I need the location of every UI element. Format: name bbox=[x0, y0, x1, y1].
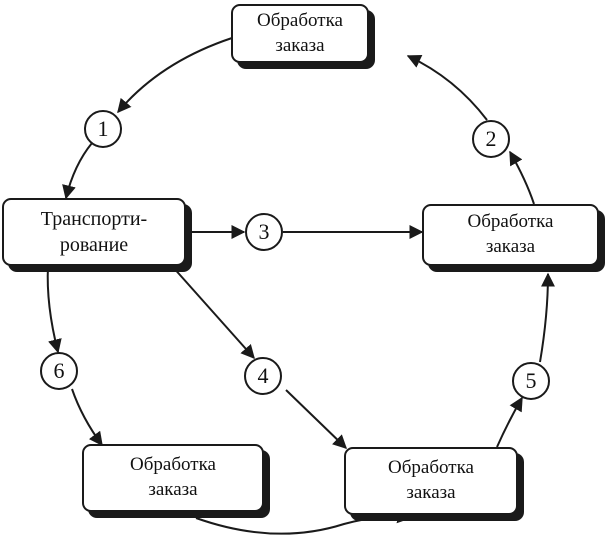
box-top-label: Обработка заказа bbox=[257, 9, 343, 56]
transportation-box: Транспорти- рование bbox=[2, 198, 186, 266]
arrow-top-to-1 bbox=[117, 37, 233, 114]
arrow-5-to-right bbox=[539, 272, 555, 363]
box-right-label: Обработка заказа bbox=[467, 211, 554, 257]
arrow-1-to-left bbox=[62, 142, 93, 200]
order-processing-box-right: Обработка заказа bbox=[422, 204, 599, 266]
step-number-6: 6 bbox=[40, 352, 78, 390]
step-number-5: 5 bbox=[512, 362, 550, 400]
arrow-6-to-bl bbox=[71, 388, 103, 447]
order-processing-box-top: Обработка заказа bbox=[231, 4, 369, 63]
arrow-left-to-4 bbox=[171, 265, 255, 360]
step-number-4: 4 bbox=[244, 357, 282, 395]
box-bottom-left-label: Обработка заказа bbox=[130, 454, 216, 500]
order-processing-box-bottom-right: Обработка заказа bbox=[344, 447, 518, 515]
arrow-br-to-5 bbox=[496, 396, 523, 448]
box-left-label: Транспорти- рование bbox=[40, 208, 148, 256]
order-processing-box-bottom-left: Обработка заказа bbox=[82, 444, 264, 512]
step-number-3: 3 bbox=[245, 213, 283, 251]
arrow-left-to-6 bbox=[46, 265, 62, 354]
arrow-right-to-2 bbox=[509, 150, 535, 205]
step-number-1: 1 bbox=[84, 110, 122, 148]
step-number-2: 2 bbox=[472, 120, 510, 158]
arrow-4-to-br bbox=[285, 389, 348, 449]
arrow-bl-to-br bbox=[195, 509, 412, 535]
arrow-2-to-top bbox=[406, 55, 488, 121]
box-bottom-right-label: Обработка заказа bbox=[388, 457, 474, 503]
